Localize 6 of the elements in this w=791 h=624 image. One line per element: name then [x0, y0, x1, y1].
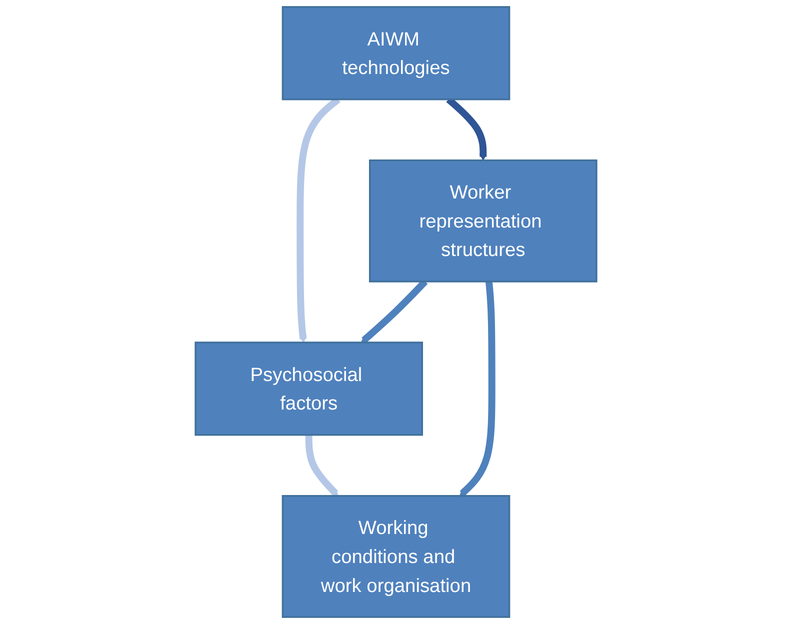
arrow — [458, 281, 495, 496]
arrow — [304, 434, 338, 496]
node-box: AIWM technologies — [281, 6, 510, 100]
node-box: Worker representation structures — [368, 159, 597, 282]
node-box: Psychosocial factors — [194, 342, 423, 436]
node-box: Working conditions and work organisation — [281, 495, 510, 618]
